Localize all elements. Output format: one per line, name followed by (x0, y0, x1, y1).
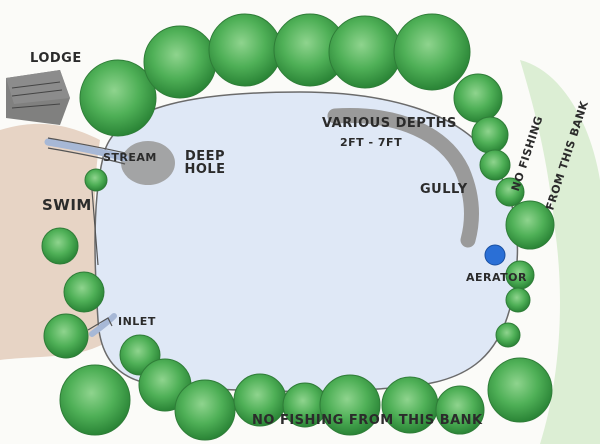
deep-hole-marker (121, 141, 175, 185)
lodge-label: LODGE (30, 51, 82, 66)
gully-label: GULLY (420, 182, 468, 197)
stream-label: STREAM (103, 151, 157, 164)
lodge-building (6, 70, 70, 125)
depth-range-label: 2FT - 7FT (340, 136, 403, 149)
right-bank (520, 60, 600, 444)
tree-line (41, 13, 555, 441)
aerator-label: AERATOR (466, 271, 527, 284)
lake-water (94, 91, 519, 393)
gully-marker (327, 108, 479, 248)
inlet-label: INLET (118, 315, 156, 328)
swim-label: SWIM (42, 196, 92, 214)
no-fishing-bottom-label: NO FISHING FROM THIS BANK (252, 413, 483, 428)
aerator-marker (484, 244, 506, 266)
inlet-marker (89, 313, 117, 337)
stream-marker (44, 138, 129, 162)
deep-hole-label: DEEP HOLE (184, 149, 226, 177)
various-depths-label: VARIOUS DEPTHS (322, 116, 457, 131)
